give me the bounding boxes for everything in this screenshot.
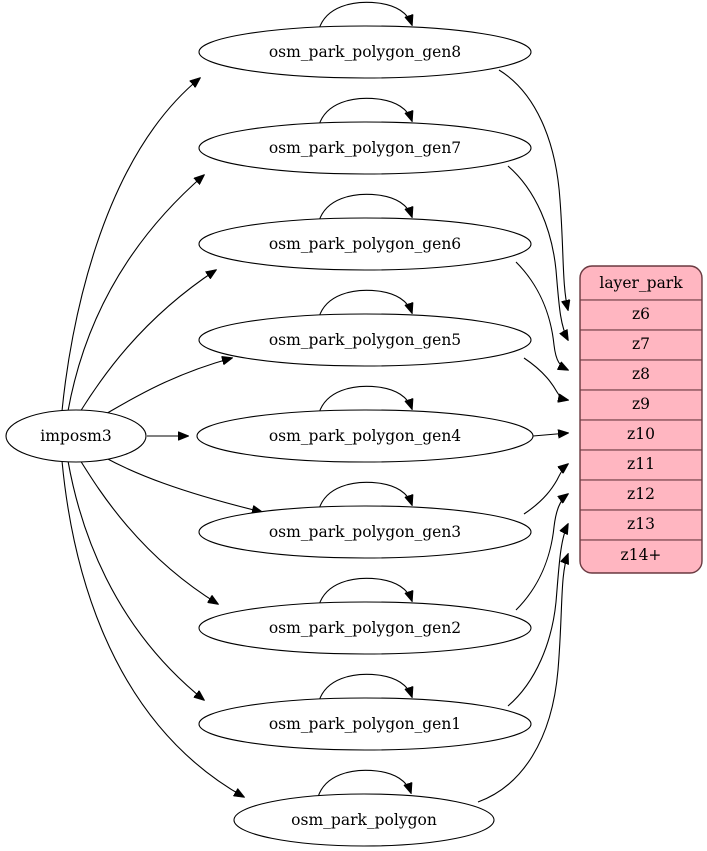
node-gen3-shape[interactable] xyxy=(198,505,532,559)
edge-self-loop-gen1 xyxy=(318,673,412,702)
edge-imposm3-to-gen5 xyxy=(103,358,232,416)
table-cell-label-z10: z10 xyxy=(627,425,655,443)
table-cell-label-z6: z6 xyxy=(632,305,650,323)
edge-imposm3-to-gen2 xyxy=(79,459,218,604)
node-gen3[interactable]: osm_park_polygon_gen3 xyxy=(198,505,532,559)
node-gen4-label: osm_park_polygon_gen4 xyxy=(269,427,461,445)
edge-gen2-to-z12 xyxy=(515,494,568,611)
edge-self-loop-gen3 xyxy=(318,481,412,510)
edge-polygon-to-z14 xyxy=(477,554,568,803)
node-gen6-label: osm_park_polygon_gen6 xyxy=(269,235,461,253)
node-polygon[interactable]: osm_park_polygon xyxy=(233,793,495,847)
table-cell-label-z8: z8 xyxy=(632,365,650,383)
table-cell-label-z14plus: z14+ xyxy=(621,546,662,564)
node-imposm3[interactable]: imposm3 xyxy=(5,409,147,463)
edge-imposm3-to-gen1 xyxy=(67,460,204,700)
node-gen1[interactable]: osm_park_polygon_gen1 xyxy=(198,697,532,751)
edge-group-nodes-to-table xyxy=(477,69,568,803)
edge-gen7-to-z7 xyxy=(507,165,568,340)
table-cell-label-z13: z13 xyxy=(627,515,655,533)
edge-self-loop-polygon xyxy=(317,769,411,798)
node-gen8-shape[interactable] xyxy=(198,25,532,79)
edge-self-loop-gen2 xyxy=(318,577,412,606)
edge-imposm3-to-gen6 xyxy=(79,270,216,413)
node-gen6[interactable]: osm_park_polygon_gen6 xyxy=(198,217,532,271)
table-cell-label-z12: z12 xyxy=(627,485,655,503)
table-row-z6[interactable] xyxy=(580,299,702,331)
table-row-z11[interactable] xyxy=(580,449,702,481)
table-cell-label-z7: z7 xyxy=(632,335,650,353)
node-polygon-shape[interactable] xyxy=(233,793,495,847)
node-gen1-shape[interactable] xyxy=(198,697,532,751)
table-row-z8[interactable] xyxy=(580,359,702,391)
table-cell-label-z11: z11 xyxy=(627,455,655,473)
node-gen2-label: osm_park_polygon_gen2 xyxy=(269,619,461,637)
node-polygon-label: osm_park_polygon xyxy=(291,811,437,829)
node-gen4[interactable]: osm_park_polygon_gen4 xyxy=(196,409,534,463)
node-gen4-shape[interactable] xyxy=(196,409,534,463)
table-row-z14plus[interactable] xyxy=(580,539,702,573)
edge-gen4-to-z10 xyxy=(532,433,568,436)
edge-group-self-loops xyxy=(317,1,412,798)
node-imposm3-shape[interactable] xyxy=(5,409,147,463)
edge-self-loop-gen4 xyxy=(318,385,412,414)
table-row-z10[interactable] xyxy=(580,419,702,451)
table-row-z13[interactable] xyxy=(580,509,702,541)
node-gen2[interactable]: osm_park_polygon_gen2 xyxy=(198,601,532,655)
node-gen7-shape[interactable] xyxy=(198,121,532,175)
node-gen5-shape[interactable] xyxy=(198,313,532,367)
table-layer-park[interactable]: layer_park z6 z7 z8 z9 z10 z11 z12 z13 z… xyxy=(579,265,703,574)
edge-imposm3-to-gen7 xyxy=(67,175,204,412)
node-gen7-label: osm_park_polygon_gen7 xyxy=(269,139,461,157)
table-cell-label-z9: z9 xyxy=(632,395,650,413)
edge-self-loop-gen6 xyxy=(318,193,412,222)
edge-gen5-to-z9 xyxy=(523,357,568,400)
table-outline xyxy=(579,265,703,574)
node-gen5-label: osm_park_polygon_gen5 xyxy=(269,331,461,349)
edge-imposm3-to-gen3 xyxy=(103,456,262,512)
edge-gen8-to-z6 xyxy=(498,69,568,310)
edge-gen6-to-z8 xyxy=(515,261,568,370)
node-imposm3-label: imposm3 xyxy=(40,427,111,445)
edge-gen3-to-z11 xyxy=(523,464,568,515)
table-header-label: layer_park xyxy=(599,274,683,292)
edge-self-loop-gen8 xyxy=(318,1,412,30)
node-gen8-label: osm_park_polygon_gen8 xyxy=(269,43,461,61)
edge-group-source-to-nodes xyxy=(61,78,262,797)
node-gen2-shape[interactable] xyxy=(198,601,532,655)
node-gen7[interactable]: osm_park_polygon_gen7 xyxy=(198,121,532,175)
node-gen8[interactable]: osm_park_polygon_gen8 xyxy=(198,25,532,79)
edge-imposm3-to-gen8 xyxy=(61,78,200,412)
node-gen3-label: osm_park_polygon_gen3 xyxy=(269,523,461,541)
node-gen5[interactable]: osm_park_polygon_gen5 xyxy=(198,313,532,367)
edge-gen1-to-z13 xyxy=(507,524,568,707)
node-gen1-label: osm_park_polygon_gen1 xyxy=(269,715,461,733)
edge-imposm3-to-polygon xyxy=(61,460,244,797)
node-gen6-shape[interactable] xyxy=(198,217,532,271)
table-row-z7[interactable] xyxy=(580,329,702,361)
edge-self-loop-gen5 xyxy=(318,289,412,318)
edge-self-loop-gen7 xyxy=(318,97,412,126)
